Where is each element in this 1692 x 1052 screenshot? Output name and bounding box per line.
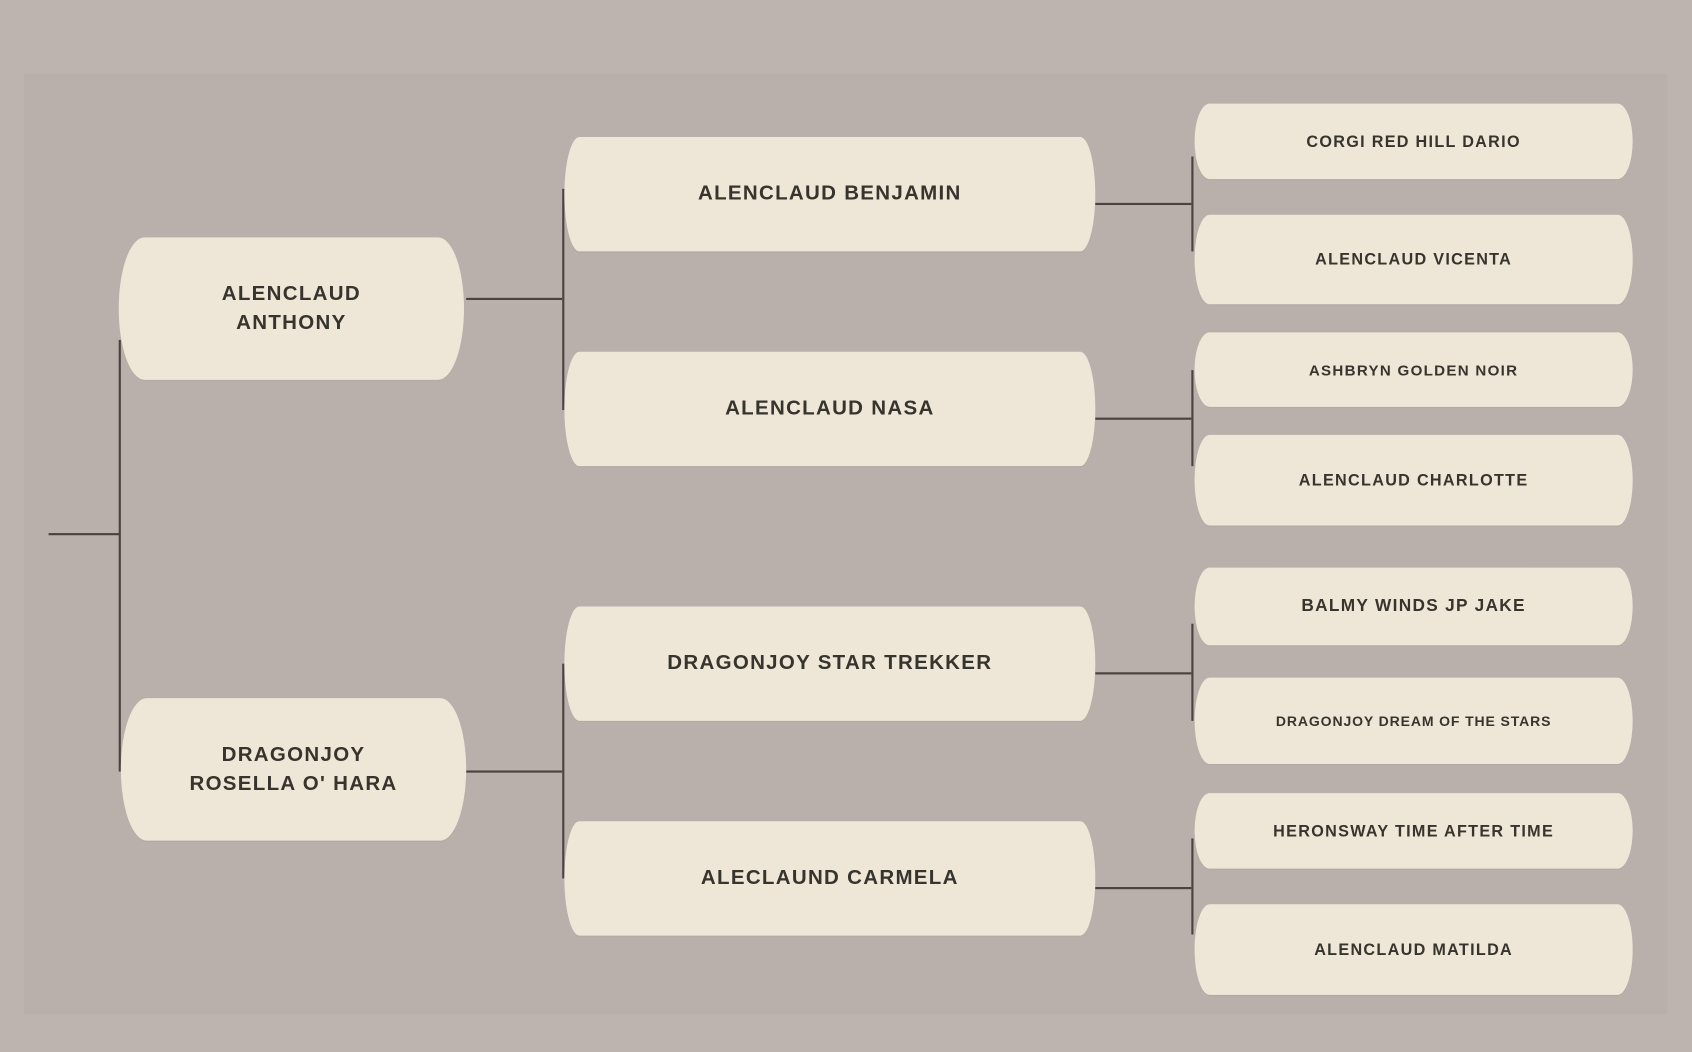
- great-grandparent-name: ALENCLAUD CHARLOTTE: [1298, 471, 1529, 490]
- grandparent-name: ALENCLAUD BENJAMIN: [697, 182, 962, 206]
- parents-bracket: [118, 339, 121, 772]
- dam-name: DRAGONJOY ROSELLA O' HARA: [189, 740, 397, 798]
- grandparent-name: DRAGONJOY STAR TREKKER: [667, 651, 993, 675]
- root-connector: [48, 533, 120, 535]
- great-grandparent-box[interactable]: CORGI RED HILL DARIO: [1194, 103, 1633, 180]
- connector-benjamin: [1095, 202, 1192, 205]
- grandparent-box[interactable]: ALENCLAUD NASA: [564, 351, 1096, 467]
- great-grandparent-box[interactable]: ALENCLAUD VICENTA: [1194, 214, 1633, 305]
- great-grandparent-name: HERONSWAY TIME AFTER TIME: [1273, 821, 1555, 841]
- great-grandparent-box[interactable]: ALENCLAUD MATILDA: [1194, 904, 1633, 995]
- sire-name: ALENCLAUD ANTHONY: [222, 279, 361, 337]
- great-grandparent-name: ALENCLAUD VICENTA: [1315, 250, 1513, 269]
- dam-name-line2: ROSELLA O' HARA: [189, 772, 398, 796]
- connector-carmela: [1095, 887, 1192, 889]
- bracket-star-trekker: [1191, 623, 1193, 721]
- grandparent-box[interactable]: ALENCLAUD BENJAMIN: [564, 137, 1096, 252]
- parent-dam[interactable]: DRAGONJOY ROSELLA O' HARA: [120, 698, 467, 841]
- dam-bracket: [562, 663, 564, 879]
- connector-nasa: [1095, 417, 1192, 420]
- great-grandparent-box[interactable]: ALENCLAUD CHARLOTTE: [1194, 434, 1633, 526]
- grandparent-box[interactable]: ALECLAUND CARMELA: [564, 821, 1096, 936]
- sire-name-line1: ALENCLAUD: [221, 282, 361, 306]
- bracket-carmela: [1191, 838, 1193, 935]
- grandparent-name: ALENCLAUD NASA: [725, 397, 935, 420]
- connector-star-trekker: [1095, 672, 1192, 674]
- bracket-nasa: [1191, 370, 1193, 467]
- parent-sire[interactable]: ALENCLAUD ANTHONY: [118, 237, 465, 380]
- grandparent-box[interactable]: DRAGONJOY STAR TREKKER: [564, 606, 1096, 721]
- great-grandparent-name: BALMY WINDS JP JAKE: [1301, 596, 1526, 616]
- bracket-benjamin: [1191, 156, 1193, 252]
- great-grandparent-name: ASHBRYN GOLDEN NOIR: [1308, 360, 1519, 379]
- sire-name-line2: ANTHONY: [236, 311, 347, 335]
- dam-name-line1: DRAGONJOY: [221, 743, 366, 767]
- great-grandparent-box[interactable]: ASHBRYN GOLDEN NOIR: [1194, 332, 1633, 407]
- great-grandparent-box[interactable]: DRAGONJOY DREAM OF THE STARS: [1194, 677, 1633, 765]
- grandparent-name: ALECLAUND CARMELA: [700, 866, 959, 890]
- sire-connector: [466, 297, 563, 300]
- great-grandparent-name: DRAGONJOY DREAM OF THE STARS: [1275, 712, 1552, 729]
- great-grandparent-box[interactable]: BALMY WINDS JP JAKE: [1194, 567, 1633, 646]
- great-grandparent-name: CORGI RED HILL DARIO: [1306, 132, 1521, 151]
- dam-connector: [466, 770, 563, 773]
- sire-bracket: [562, 188, 564, 411]
- great-grandparent-name: ALENCLAUD MATILDA: [1314, 940, 1514, 959]
- great-grandparent-box[interactable]: HERONSWAY TIME AFTER TIME: [1194, 793, 1633, 869]
